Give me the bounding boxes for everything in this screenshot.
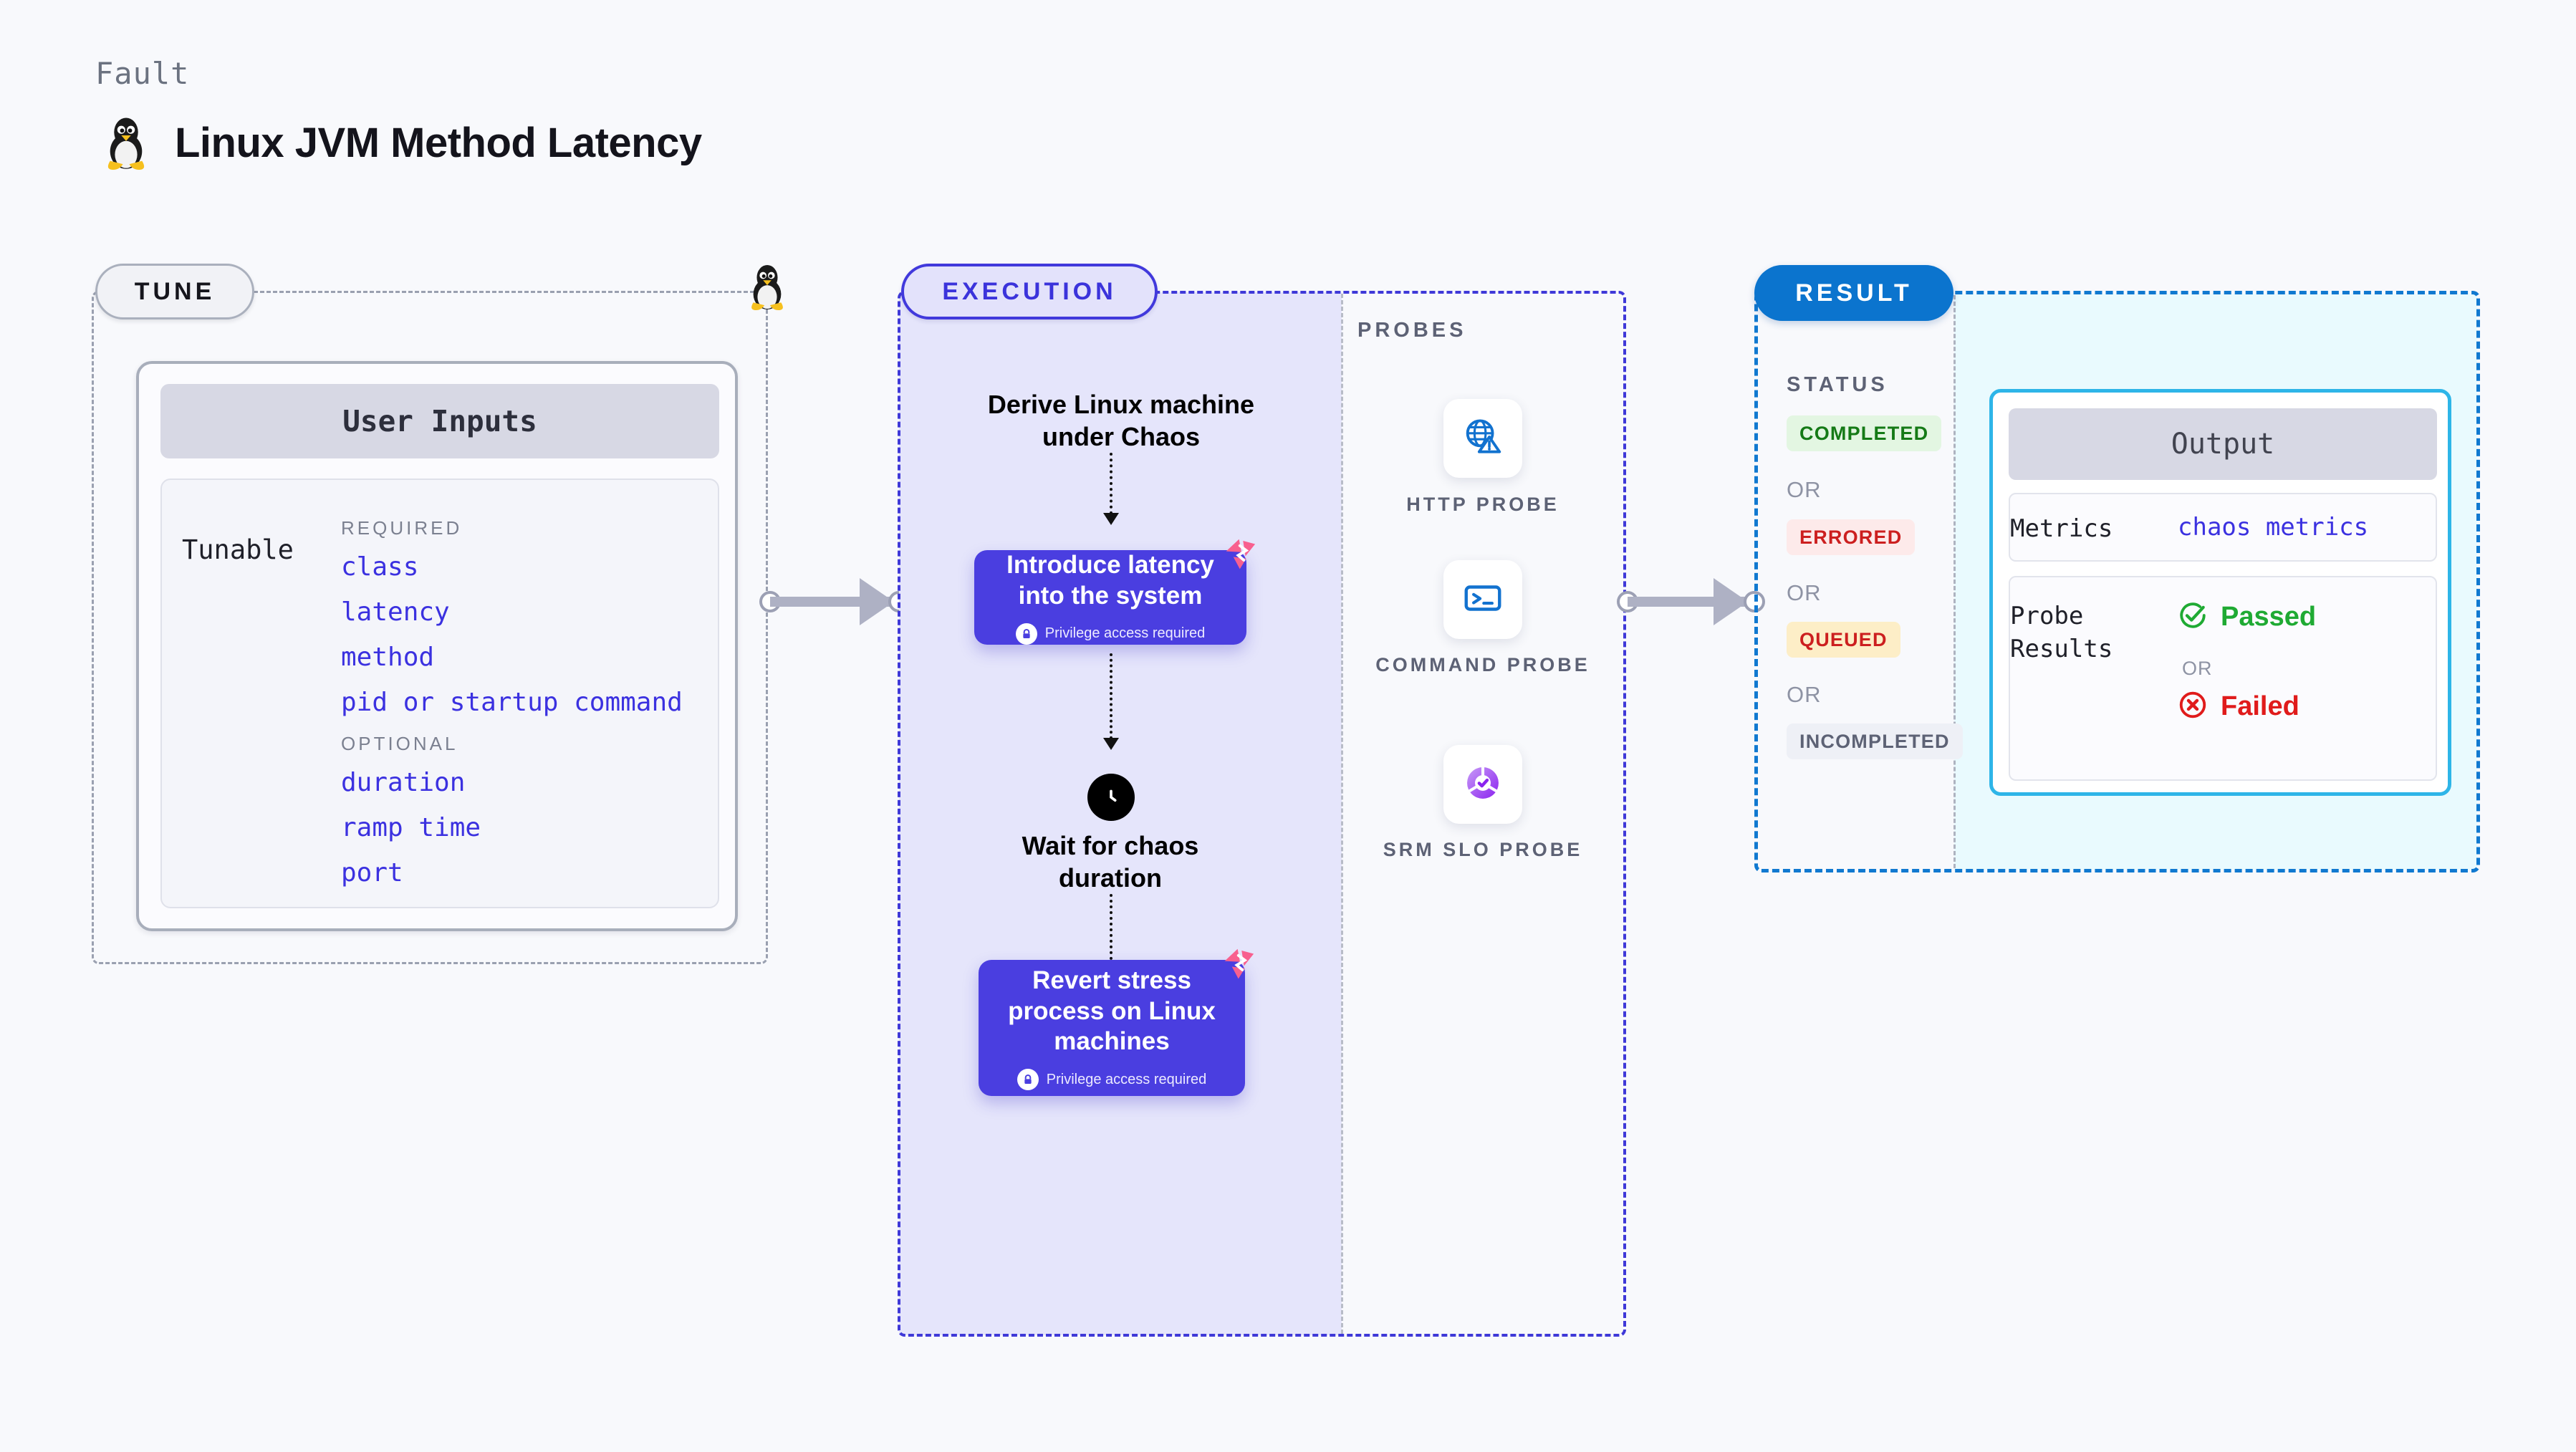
status-badge-errored: ERRORED xyxy=(1787,519,1916,555)
privilege-note: Privilege access required xyxy=(1015,622,1206,645)
litmus-logo-icon xyxy=(1222,534,1261,577)
probe-tile-command[interactable] xyxy=(1443,560,1522,639)
fault-kicker: Fault xyxy=(95,56,190,91)
lock-icon xyxy=(1017,1069,1039,1091)
tux-penguin-icon xyxy=(100,115,152,170)
or-separator: OR xyxy=(1787,682,1822,707)
globe-warning-icon xyxy=(1461,415,1505,463)
or-separator: OR xyxy=(2182,658,2213,679)
tunable-item[interactable]: duration xyxy=(341,768,466,797)
tune-pill: TUNE xyxy=(95,264,254,319)
tune-panel xyxy=(92,291,768,964)
probe-label-http: HTTP PROBE xyxy=(1406,494,1559,515)
result-divider xyxy=(1953,295,1956,868)
privilege-note-text: Privilege access required xyxy=(1044,625,1206,642)
lock-icon xyxy=(1015,622,1037,645)
tunable-item[interactable]: latency xyxy=(341,597,450,627)
flow-arrowhead xyxy=(1103,513,1119,525)
litmus-logo-icon xyxy=(1221,944,1259,986)
output-metrics-key: Metrics xyxy=(2010,514,2113,543)
tunable-list: REQUIRED class latency method pid or sta… xyxy=(341,517,683,903)
privilege-note: Privilege access required xyxy=(1017,1069,1207,1091)
tunable-item[interactable]: ramp time xyxy=(341,813,481,842)
status-badge-queued: QUEUED xyxy=(1787,622,1900,658)
output-card: Output Metrics chaos metrics Probe Resul… xyxy=(1989,389,2451,796)
execution-pill: EXECUTION xyxy=(901,264,1158,319)
output-metrics-row xyxy=(2009,493,2437,562)
probe-passed-label: Passed xyxy=(2221,602,2317,632)
group-heading-optional: OPTIONAL xyxy=(341,733,458,754)
execution-probes-divider xyxy=(1341,294,1343,1334)
output-probe-results-row xyxy=(2009,576,2437,781)
privilege-note-text: Privilege access required xyxy=(1046,1071,1207,1087)
probe-tile-srm-slo[interactable] xyxy=(1443,745,1522,824)
slo-donut-check-icon xyxy=(1461,761,1505,809)
output-title: Output xyxy=(2009,408,2437,480)
terminal-icon xyxy=(1461,576,1505,624)
connector-arrowhead xyxy=(1714,578,1748,625)
user-inputs-title: User Inputs xyxy=(160,384,719,458)
probe-tile-http[interactable] xyxy=(1443,399,1522,478)
tunable-item[interactable]: pid or startup command xyxy=(341,688,683,717)
flow-arrow xyxy=(1110,453,1112,514)
or-separator: OR xyxy=(1787,580,1822,605)
probe-label-srm-slo: SRM SLO PROBE xyxy=(1383,839,1583,860)
flow-arrow xyxy=(1110,653,1112,739)
output-probe-results-key: Probe Results xyxy=(2010,602,2113,663)
x-circle-icon xyxy=(2178,690,2208,723)
probe-result-passed: Passed xyxy=(2178,600,2316,634)
probe-label-command: COMMAND PROBE xyxy=(1375,654,1590,675)
status-badge-incompleted: INCOMPLETED xyxy=(1787,723,1963,759)
group-heading-required: REQUIRED xyxy=(341,517,463,539)
tux-penguin-border-icon xyxy=(745,262,789,314)
tunable-label: Tunable xyxy=(182,534,294,565)
clock-icon xyxy=(1087,774,1135,821)
status-section-label: STATUS xyxy=(1787,373,1888,396)
probe-result-failed: Failed xyxy=(2178,690,2299,723)
probes-section-label: PROBES xyxy=(1357,319,1467,342)
tunable-item[interactable]: class xyxy=(341,552,419,582)
execution-probes-panel xyxy=(898,291,1626,1337)
flow-arrow xyxy=(1110,894,1112,966)
status-badge-completed: COMPLETED xyxy=(1787,415,1942,451)
flow-arrowhead xyxy=(1103,738,1119,750)
tunable-item[interactable]: port xyxy=(341,858,403,888)
fault-title-row: Linux JVM Method Latency xyxy=(100,115,702,170)
result-pill: RESULT xyxy=(1754,265,1953,321)
probe-failed-label: Failed xyxy=(2221,691,2299,721)
or-separator: OR xyxy=(1787,477,1822,502)
check-circle-icon xyxy=(2178,600,2208,634)
result-panel xyxy=(1754,291,2480,872)
output-metrics-value[interactable]: chaos metrics xyxy=(2178,513,2369,542)
tunable-item[interactable]: method xyxy=(341,643,435,672)
tunable-card: Tunable REQUIRED class latency method pi… xyxy=(160,479,719,908)
user-inputs-card: User Inputs Tunable REQUIRED class laten… xyxy=(136,361,738,931)
page-title: Linux JVM Method Latency xyxy=(175,119,702,166)
